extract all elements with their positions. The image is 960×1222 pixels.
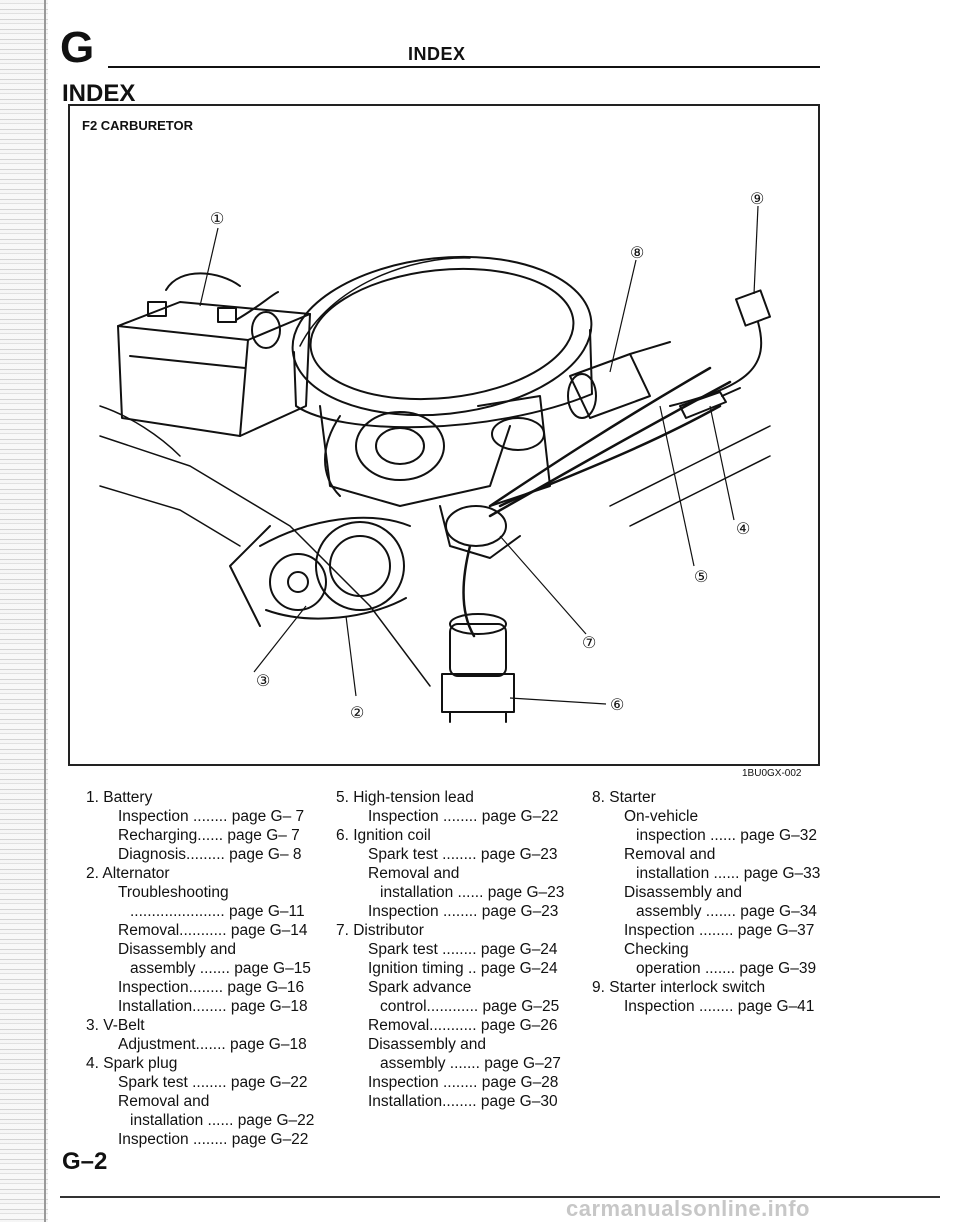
index-entry: Inspection ........ page G–37 bbox=[624, 922, 815, 939]
index-entry: assembly ....... page G–27 bbox=[380, 1055, 561, 1072]
engine-figure: F2 CARBURETOR bbox=[68, 104, 820, 766]
index-entry: Removal........... page G–26 bbox=[368, 1017, 558, 1034]
index-entry: Spark test ........ page G–22 bbox=[118, 1074, 308, 1091]
index-entry: Removal and bbox=[368, 865, 460, 882]
index-entry-spark-plug: 4. Spark plug bbox=[86, 1055, 178, 1072]
watermark: carmanualsonline.info bbox=[566, 1196, 810, 1221]
interlock-switch-drawing bbox=[669, 289, 772, 407]
page-binding-edge bbox=[0, 0, 48, 1222]
index-entry: Removal........... page G–14 bbox=[118, 922, 308, 939]
index-entry: Troubleshooting bbox=[118, 884, 229, 901]
index-entry: assembly ....... page G–34 bbox=[636, 903, 817, 920]
index-entry: Inspection ........ page G–22 bbox=[118, 1131, 309, 1148]
index-entry-v-belt: 3. V-Belt bbox=[86, 1017, 145, 1034]
spark-plug-drawing bbox=[679, 387, 741, 419]
engine-block-drawing bbox=[99, 405, 771, 687]
callout-9: ⑨ bbox=[750, 189, 764, 208]
index-entry: Spark test ........ page G–24 bbox=[368, 941, 558, 958]
index-entry: Inspection ........ page G–28 bbox=[368, 1074, 559, 1091]
index-entry: Disassembly and bbox=[118, 941, 237, 958]
index-entry-distributor: 7. Distributor bbox=[336, 922, 424, 939]
index-entry: installation ...... page G–22 bbox=[130, 1112, 315, 1129]
index-entry: inspection ...... page G–32 bbox=[636, 827, 817, 844]
carburetor-drawing bbox=[319, 395, 551, 559]
index-entry: Spark test ........ page G–23 bbox=[368, 846, 558, 863]
figure-caption: F2 CARBURETOR bbox=[82, 118, 193, 133]
callout-7: ⑦ bbox=[582, 633, 596, 652]
index-entry: Inspection ........ page G–22 bbox=[368, 808, 559, 825]
header-rule bbox=[108, 66, 820, 68]
index-entry: Inspection ........ page G–41 bbox=[624, 998, 815, 1015]
binding-line bbox=[44, 0, 46, 1222]
section-letter: G bbox=[60, 23, 95, 72]
index-entry-high-tension-lead: 5. High-tension lead bbox=[336, 789, 474, 806]
page-number: G–2 bbox=[62, 1148, 108, 1175]
index-entry: Spark advance bbox=[368, 979, 472, 996]
air-cleaner-drawing bbox=[291, 255, 593, 429]
callout-2: ② bbox=[350, 703, 364, 722]
index-entry: Ignition timing .. page G–24 bbox=[368, 960, 558, 977]
index-entry-alternator: 2. Alternator bbox=[86, 865, 170, 882]
index-entry: Checking bbox=[624, 941, 689, 958]
index-entry: Removal and bbox=[624, 846, 716, 863]
index-entry-starter: 8. Starter bbox=[592, 789, 656, 806]
index-entry: Disassembly and bbox=[368, 1036, 487, 1053]
battery-drawing bbox=[117, 272, 311, 437]
index-entry: Diagnosis......... page G– 8 bbox=[118, 846, 302, 863]
index-column-1: 1. Battery Inspection ........ page G– 7… bbox=[86, 788, 336, 1149]
index-entry: operation ....... page G–39 bbox=[636, 960, 817, 977]
index-entry: Adjustment....... page G–18 bbox=[118, 1036, 307, 1053]
index-entry: Disassembly and bbox=[624, 884, 743, 901]
index-entry-ignition-coil: 6. Ignition coil bbox=[336, 827, 431, 844]
alternator-drawing bbox=[229, 516, 411, 627]
engine-illustration: ① ② ③ ④ ⑤ ⑥ ⑦ ⑧ ⑨ bbox=[99, 189, 772, 723]
index-entry: Installation........ page G–18 bbox=[118, 998, 308, 1015]
wiring-drawing bbox=[462, 366, 732, 638]
callout-8: ⑧ bbox=[630, 243, 644, 262]
index-entry: control............ page G–25 bbox=[380, 998, 560, 1015]
callout-6: ⑥ bbox=[610, 695, 624, 714]
index-entry: installation ...... page G–23 bbox=[380, 884, 565, 901]
header-title: INDEX bbox=[408, 44, 466, 64]
callout-5: ⑤ bbox=[694, 567, 708, 586]
section-title: INDEX bbox=[62, 80, 136, 107]
index-entry: Removal and bbox=[118, 1093, 210, 1110]
callout-1: ① bbox=[210, 209, 224, 228]
index-entry: Inspection ........ page G– 7 bbox=[118, 808, 305, 825]
index-entry: Installation........ page G–30 bbox=[368, 1093, 558, 1110]
index-column-2: 5. High-tension lead Inspection ........… bbox=[336, 788, 586, 1111]
index-entry: installation ...... page G–33 bbox=[636, 865, 821, 882]
index-entry: assembly ....... page G–15 bbox=[130, 960, 311, 977]
callout-3: ③ bbox=[256, 671, 270, 690]
starter-drawing bbox=[567, 341, 671, 419]
ignition-coil-drawing bbox=[441, 613, 515, 723]
index-entry: Inspection........ page G–16 bbox=[118, 979, 305, 996]
index-entry: On-vehicle bbox=[624, 808, 699, 825]
index-entry: ...................... page G–11 bbox=[130, 903, 305, 920]
index-entry: Inspection ........ page G–23 bbox=[368, 903, 559, 920]
index-entry: Recharging...... page G– 7 bbox=[118, 827, 300, 844]
callout-4: ④ bbox=[736, 519, 750, 538]
index-entry-battery: 1. Battery bbox=[86, 789, 153, 806]
index-entry-starter-interlock-switch: 9. Starter interlock switch bbox=[592, 979, 766, 996]
index-column-3: 8. Starter On-vehicle inspection ...... … bbox=[592, 788, 852, 1016]
figure-code: 1BU0GX-002 bbox=[742, 768, 802, 779]
footer-rule bbox=[60, 1196, 940, 1198]
